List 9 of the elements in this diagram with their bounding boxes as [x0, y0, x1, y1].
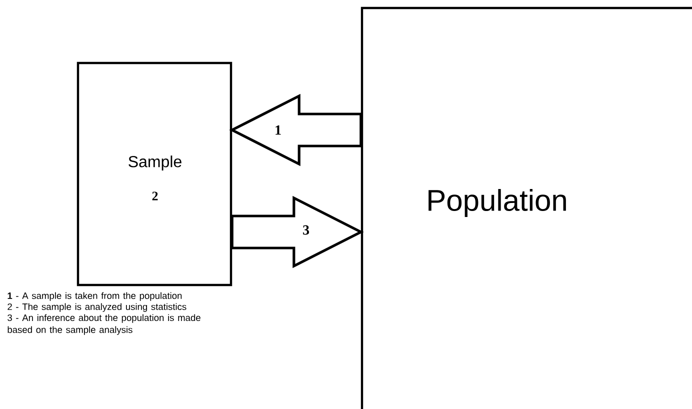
note-text: 3 - An inference about the population is made based on the sample analysis — [8, 314, 200, 335]
hollow-arrow — [230, 196, 364, 268]
note-text: 1 - A sample is taken from the population — [8, 292, 182, 301]
population-box: Population — [360, 6, 692, 409]
edge-label: 3 — [303, 225, 310, 235]
edge-label: 1 — [276, 125, 281, 135]
note-text: 2 - The sample is analyzed using statistics — [8, 303, 186, 312]
hollow-arrow — [229, 94, 362, 166]
sample-box: Sample 2 — [76, 62, 232, 286]
